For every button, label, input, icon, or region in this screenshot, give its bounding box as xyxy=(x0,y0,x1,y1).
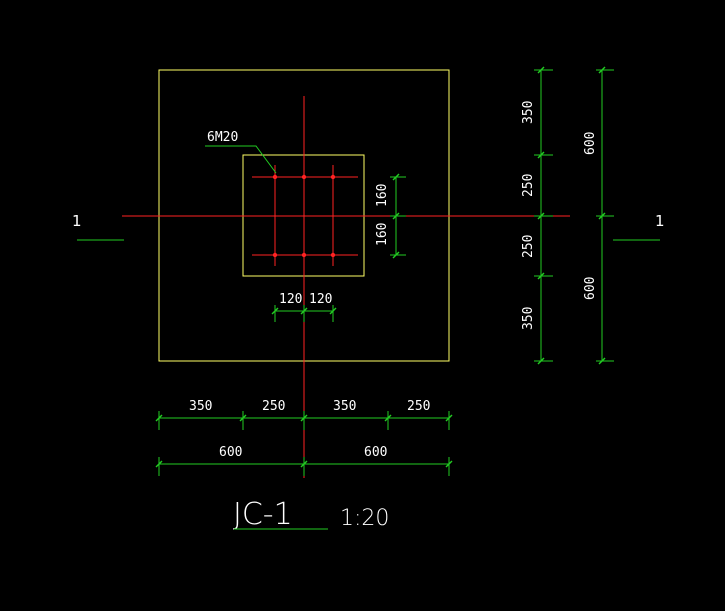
anchor-label: 6M20 xyxy=(207,130,238,145)
section-mark-right: 1 xyxy=(655,212,665,230)
dim-right-1: 350 xyxy=(521,101,536,124)
drawing-scale: 1:20 xyxy=(340,506,389,531)
dim-bottom-4: 250 xyxy=(407,399,430,414)
anchor-bolt xyxy=(301,252,307,258)
bottom-dimension-ticks xyxy=(155,307,453,468)
dim-plate-v-1: 160 xyxy=(375,184,390,207)
dim-bottom-total-2: 600 xyxy=(364,445,387,460)
dim-right-total-2: 600 xyxy=(583,277,598,300)
anchor-bolts xyxy=(272,174,336,258)
dim-bottom-2: 250 xyxy=(262,399,285,414)
dim-bottom-total-1: 600 xyxy=(219,445,242,460)
anchor-leader-line xyxy=(205,145,277,174)
dim-right-3: 250 xyxy=(521,235,536,258)
dim-plate-v-2: 160 xyxy=(375,223,390,246)
dim-bottom-1: 350 xyxy=(189,399,212,414)
dim-right-4: 350 xyxy=(521,307,536,330)
dim-right-2: 250 xyxy=(521,174,536,197)
dim-bottom-3: 350 xyxy=(333,399,356,414)
dim-plate-h-2: 120 xyxy=(309,292,332,307)
dim-right-total-1: 600 xyxy=(583,132,598,155)
anchor-bolt xyxy=(272,252,278,258)
drawing-title: JC-1 xyxy=(233,497,293,532)
anchor-bolt xyxy=(301,174,307,180)
anchor-bolt xyxy=(272,174,278,180)
anchor-bolt xyxy=(330,174,336,180)
anchor-bolt xyxy=(330,252,336,258)
section-mark-left: 1 xyxy=(72,212,82,230)
right-dimension-ticks xyxy=(392,66,606,365)
dim-plate-h-1: 120 xyxy=(279,292,302,307)
